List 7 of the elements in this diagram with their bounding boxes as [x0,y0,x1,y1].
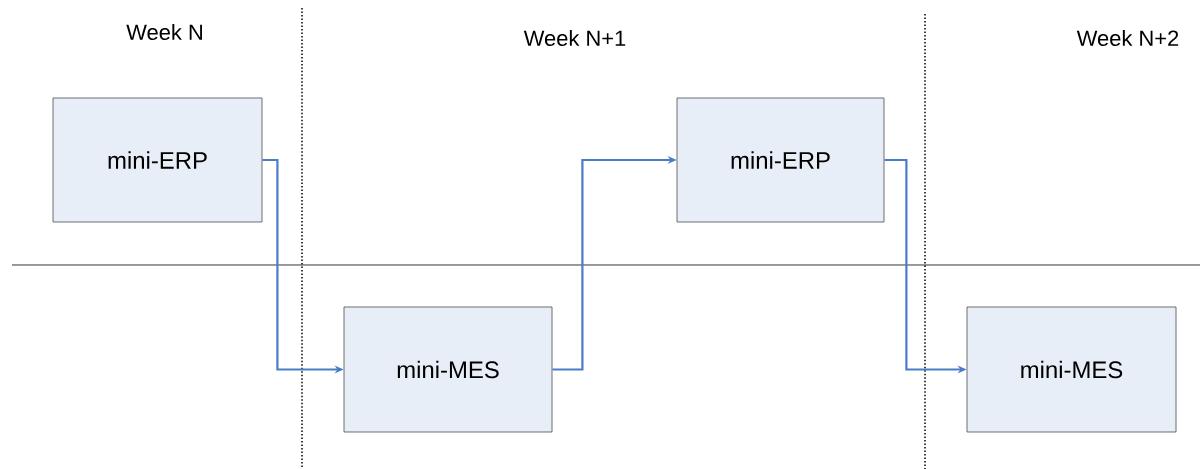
process-box: mini-MES [966,306,1177,433]
process-box: mini-ERP [52,97,263,223]
column-heading: Week N+2 [1076,29,1179,47]
column-heading: Week N [126,23,202,41]
column-heading: Week N+1 [523,29,626,47]
process-box: mini-ERP [676,97,885,223]
process-box: mini-MES [343,306,553,433]
